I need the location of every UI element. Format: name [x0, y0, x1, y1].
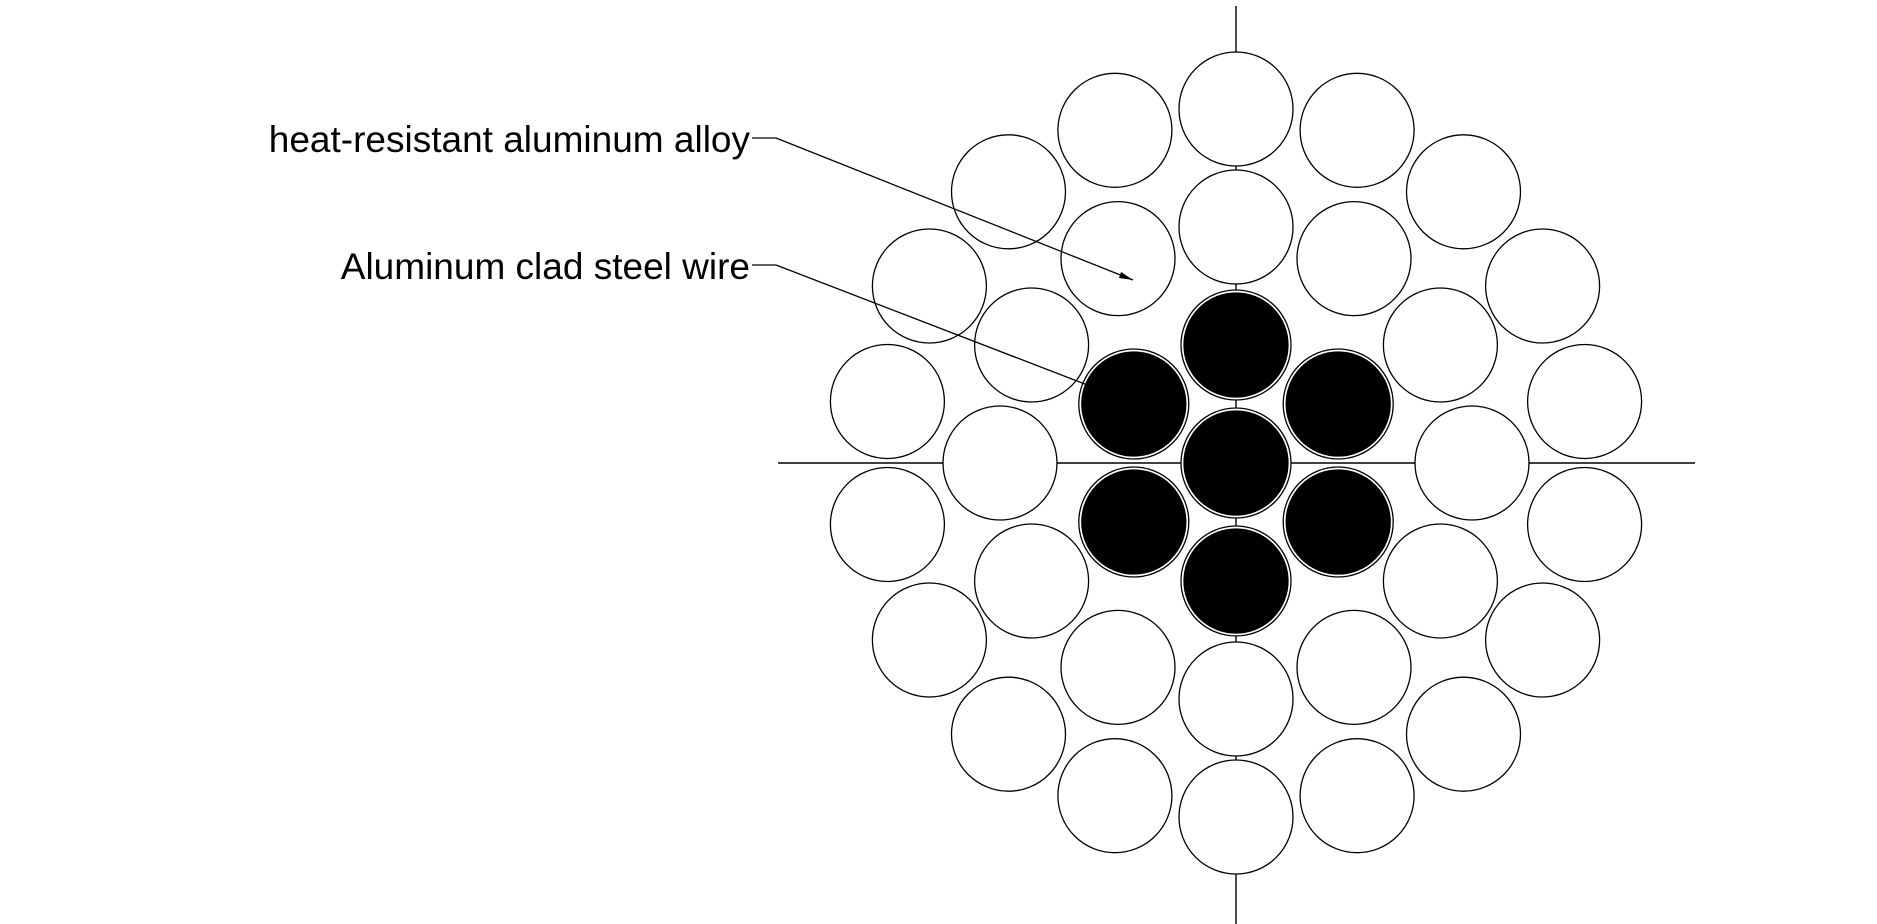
aluminum-clad-steel-wire — [1081, 469, 1187, 575]
aluminum-alloy-wire-inner — [973, 523, 1090, 639]
aluminum-clad-steel-wire — [1183, 292, 1289, 398]
aluminum-alloy-wire-outer — [871, 582, 988, 698]
aluminum-alloy-wire-outer — [829, 466, 946, 583]
aluminum-clad-steel-wire — [1285, 351, 1391, 457]
aluminum-alloy-wire-inner — [942, 405, 1058, 521]
aluminum-alloy-wire-outer — [829, 343, 946, 460]
wire-strands — [829, 51, 1643, 875]
aluminum-alloy-wire-outer — [1484, 582, 1601, 698]
aluminum-alloy-wire-inner — [1382, 523, 1499, 639]
aluminum-alloy-wire-inner — [973, 287, 1090, 403]
aluminum-clad-steel-wire — [1183, 528, 1289, 634]
steel-wire-leader-line-diagonal — [775, 264, 1091, 387]
aluminum-alloy-wire-outer — [1299, 738, 1415, 854]
aluminum-alloy-wire-inner — [1382, 287, 1499, 403]
aluminum-alloy-wire-outer — [1405, 134, 1522, 250]
steel-wire-label: Aluminum clad steel wire — [341, 246, 750, 287]
aluminum-alloy-wire-outer — [1178, 759, 1294, 875]
aluminum-alloy-wire-inner — [1178, 641, 1294, 757]
aluminum-alloy-wire-outer — [950, 134, 1067, 250]
aluminum-alloy-wire-inner — [1414, 405, 1530, 521]
aluminum-alloy-wire-outer — [1526, 343, 1643, 460]
aluminum-clad-steel-wire — [1285, 469, 1391, 575]
aluminum-alloy-wire-outer — [1484, 228, 1601, 344]
aluminum-alloy-wire-inner — [1060, 609, 1176, 726]
aluminum-alloy-wire-inner — [1296, 609, 1412, 726]
aluminum-alloy-arrowhead — [1119, 272, 1133, 280]
aluminum-alloy-wire-inner — [1178, 169, 1294, 285]
aluminum-alloy-wire-outer — [1178, 51, 1294, 167]
aluminum-alloy-wire-outer — [1299, 72, 1415, 188]
aluminum-alloy-wire-outer — [1405, 676, 1522, 792]
aluminum-clad-steel-wire — [1183, 410, 1289, 516]
aluminum-alloy-label: heat-resistant aluminum alloy — [269, 119, 751, 160]
aluminum-alloy-wire-inner — [1296, 200, 1412, 317]
aluminum-alloy-wire-outer — [1057, 72, 1173, 188]
aluminum-alloy-wire-outer — [1057, 738, 1173, 854]
aluminum-alloy-leader-line-diagonal — [775, 137, 1134, 281]
aluminum-alloy-wire-inner — [1060, 200, 1176, 317]
aluminum-alloy-wire-outer — [1526, 466, 1643, 583]
aluminum-alloy-wire-outer — [950, 676, 1067, 792]
aluminum-alloy-wire-outer — [871, 228, 988, 344]
aluminum-clad-steel-wire — [1081, 351, 1187, 457]
